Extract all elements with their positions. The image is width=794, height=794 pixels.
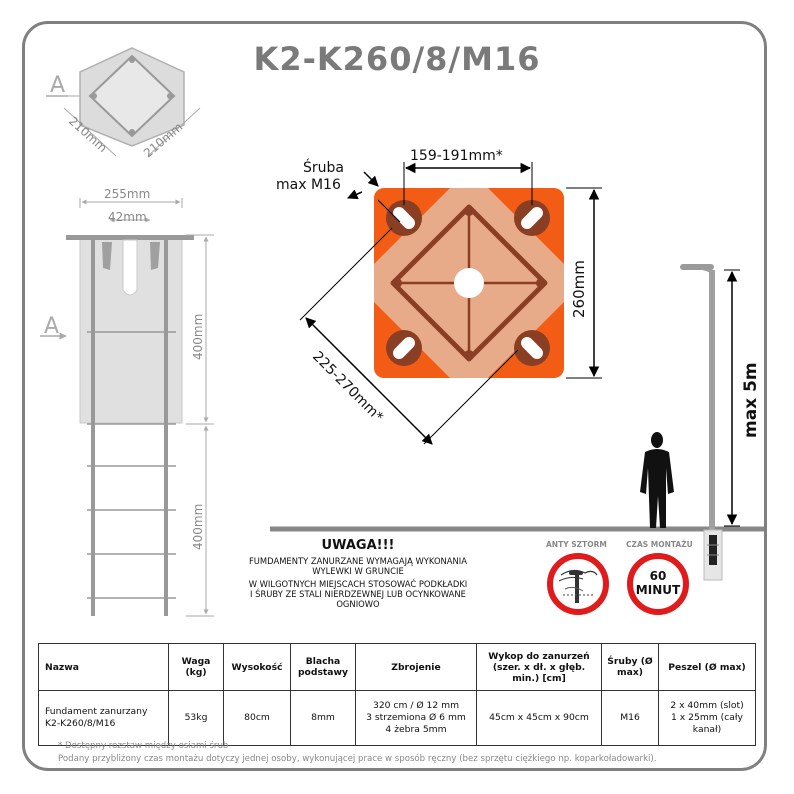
- conduit-line-1: 2 x 40mm (slot): [670, 700, 744, 711]
- section-marker-side: A: [44, 314, 59, 339]
- height-lower-label: 400mm: [191, 504, 205, 550]
- note-1: * Dostępny rozstaw między osiami śrub: [58, 741, 229, 751]
- person-icon: [640, 432, 674, 528]
- cell-waga: 53kg: [168, 690, 224, 746]
- screw-label-2: max M16: [276, 177, 341, 193]
- screw-label-1: Śruba: [303, 158, 344, 176]
- cell-wykop: 45cm x 45cm x 90cm: [476, 690, 602, 746]
- street-lamp-icon: [680, 264, 723, 581]
- rebar-line-1: 320 cm / Ø 12 mm: [372, 700, 460, 711]
- spec-table: Nazwa Waga (kg) Wysokość Blacha podstawy…: [38, 643, 756, 746]
- outer-frame: [22, 21, 767, 771]
- col-peszel: Peszel (Ø max): [658, 643, 756, 691]
- bolt-slot-bl: [386, 330, 422, 366]
- warning-line-1: FUMDAMENTY ZANURZANE WYMAGAJĄ WYKONANIA …: [248, 556, 467, 576]
- col-blacha: Blacha podstawy: [290, 643, 356, 691]
- section-marker-top: A: [50, 73, 65, 98]
- czas-montazu-label: CZAS MONTAŻU: [626, 540, 693, 549]
- col-wysokosc: Wysokość: [223, 643, 291, 691]
- top-plate-ribs: [88, 54, 176, 138]
- page-title: K2-K260/8/M16: [253, 40, 541, 78]
- center-hole: [454, 268, 484, 298]
- plate-size-label: 260mm: [570, 260, 588, 318]
- col-zbrojenie: Zbrojenie: [355, 643, 477, 691]
- cell-blacha: 8mm: [290, 690, 356, 746]
- bolt-slot-tl: [386, 200, 422, 236]
- col-sruby: Śruby (Ø max): [601, 643, 659, 691]
- czas-value: 60: [649, 569, 667, 583]
- storm-icon: [558, 569, 598, 603]
- side-width-label: 255mm: [104, 187, 150, 201]
- base-plate-view: 159-191mm* Śruba max M16 260mm 225-270mm…: [276, 148, 602, 445]
- warning-line-2: W WILGOTNYCH MIEJSCACH STOSOWAĆ PODKŁADK…: [248, 579, 468, 609]
- site-scene: max 5m: [270, 264, 764, 581]
- anty-sztorm-badge: [547, 553, 609, 615]
- cell-wysokosc: 80cm: [223, 690, 291, 746]
- col-nazwa: Nazwa: [38, 643, 169, 691]
- warning-heading: UWAGA!!!: [321, 538, 395, 553]
- cell-peszel: 2 x 40mm (slot) 1 x 25mm (cały kanał): [658, 690, 756, 746]
- note-2: Podany przybliżony czas montażu dotyczy …: [58, 754, 657, 764]
- side-view: 255mm 42mm A 400mm 400mm: [40, 187, 214, 617]
- warning-box: UWAGA!!! FUMDAMENTY ZANURZANE WYMAGAJĄ W…: [248, 538, 468, 612]
- col-waga: Waga (kg): [168, 643, 224, 691]
- slot-width-label: 42mm: [108, 210, 147, 224]
- czas-montazu-badge: 60 MINUT: [627, 553, 689, 615]
- table-header-row: Nazwa Waga (kg) Wysokość Blacha podstawy…: [38, 643, 756, 691]
- max-height-label: max 5m: [741, 362, 761, 438]
- bolt-slot-tr: [514, 200, 550, 236]
- conduit-line-2: 1 x 25mm (cały kanał): [671, 712, 743, 735]
- cell-sruby: M16: [601, 690, 659, 746]
- czas-unit: MINUT: [635, 583, 681, 597]
- hole-spacing-label: 159-191mm*: [410, 148, 503, 164]
- col-wykop: Wykop do zanurzeń (szer. x dł. x głęb. m…: [476, 643, 602, 691]
- table-row: Fundament zanurzany K2-K260/8/M16 53kg 8…: [38, 690, 756, 746]
- cell-nazwa: Fundament zanurzany K2-K260/8/M16: [38, 690, 169, 746]
- conduit-slot: [122, 239, 138, 296]
- height-upper-label: 400mm: [191, 314, 205, 360]
- bolt-slot-br: [514, 330, 550, 366]
- rebar-line-3: 4 żebra 5mm: [385, 724, 447, 735]
- anty-sztorm-label: ANTY SZTORM: [546, 540, 607, 549]
- rebar-line-2: 3 strzemiona Ø 6 mm: [366, 712, 466, 723]
- top-view: A 210mm 210mm: [46, 47, 201, 160]
- cell-zbrojenie: 320 cm / Ø 12 mm 3 strzemiona Ø 6 mm 4 ż…: [355, 690, 477, 746]
